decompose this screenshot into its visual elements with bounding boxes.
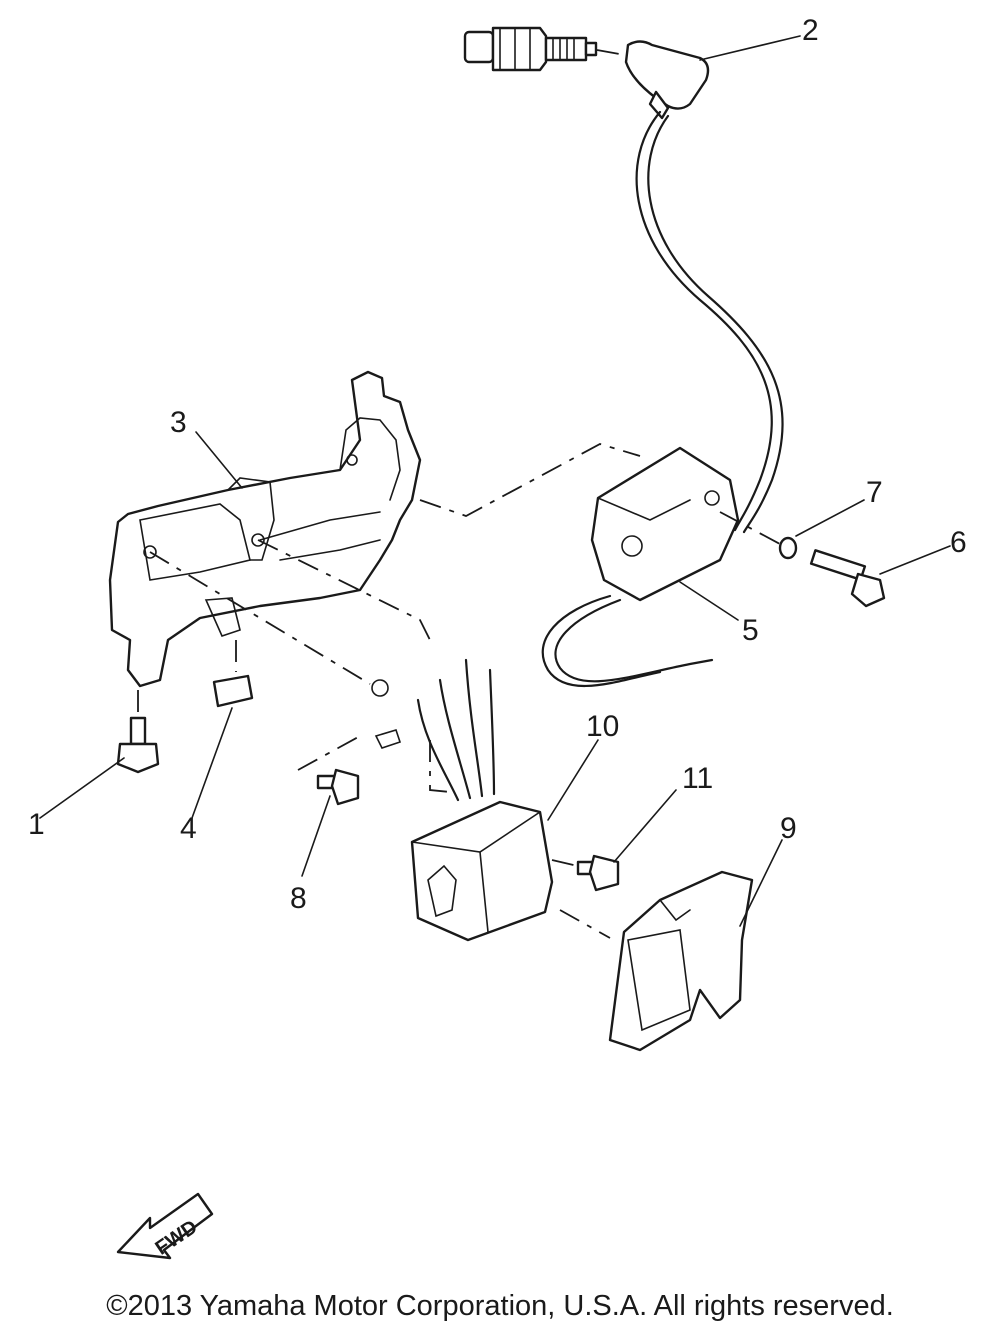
callout-7: 7 xyxy=(866,476,883,509)
callout-6: 6 xyxy=(950,526,967,559)
bolt-6 xyxy=(809,549,886,608)
spacer-block xyxy=(212,674,254,708)
callout-5: 5 xyxy=(742,614,759,647)
forward-arrow-icon: FWD xyxy=(116,1192,214,1260)
bolt-1 xyxy=(116,716,160,774)
copyright-notice: ©2013 Yamaha Motor Corporation, U.S.A. A… xyxy=(106,1290,894,1322)
callout-9: 9 xyxy=(780,812,797,845)
callout-8: 8 xyxy=(290,882,307,915)
callout-11: 11 xyxy=(682,762,713,795)
ignition-coil xyxy=(590,446,740,602)
cdi-unit xyxy=(410,800,554,942)
cdi-cover xyxy=(608,870,754,1052)
spark-plug xyxy=(463,26,626,72)
callout-1: 1 xyxy=(28,808,45,841)
callout-3: 3 xyxy=(170,406,187,439)
bolt-11 xyxy=(576,854,620,892)
bolt-8 xyxy=(316,768,360,806)
plug-cap xyxy=(624,40,710,120)
callout-10: 10 xyxy=(586,710,619,743)
ignition-bracket xyxy=(108,370,422,688)
washer-7 xyxy=(778,536,798,560)
callout-2: 2 xyxy=(802,14,819,47)
callout-4: 4 xyxy=(180,812,197,845)
high-tension-lead xyxy=(635,110,773,532)
